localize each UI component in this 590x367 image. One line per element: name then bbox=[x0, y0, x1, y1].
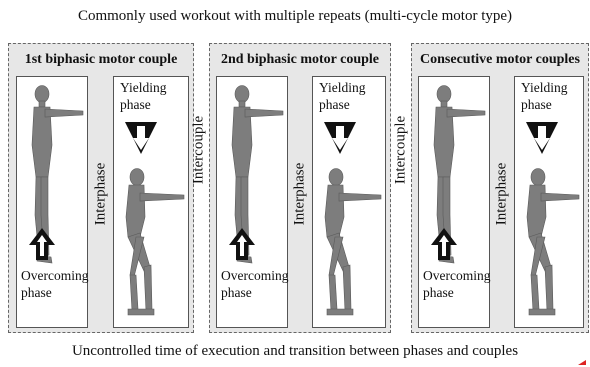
overcoming-panel: Overcoming phase bbox=[16, 76, 88, 328]
yielding-label: Yielding phase bbox=[319, 80, 366, 112]
up-arrow bbox=[229, 228, 255, 260]
yielding-panel: Yielding phase bbox=[312, 76, 386, 328]
couple-box-3: Consecutive motor couples Overcoming pha… bbox=[411, 43, 589, 333]
yielding-panel: Yielding phase bbox=[113, 76, 189, 328]
down-arrow bbox=[526, 122, 558, 154]
interphase-label: Interphase bbox=[493, 162, 510, 226]
yielding-label: Yielding phase bbox=[120, 80, 167, 112]
couple-box-2: 2nd biphasic motor couple Overcoming pha… bbox=[209, 43, 391, 333]
intercouple-label-1: Intercouple bbox=[190, 115, 207, 185]
couple-title: 1st biphasic motor couple bbox=[24, 52, 178, 67]
couple-box-1: 1st biphasic motor couple Overcoming pha… bbox=[8, 43, 194, 333]
diagram-title: Commonly used workout with multiple repe… bbox=[77, 8, 513, 24]
yielding-panel: Yielding phase bbox=[514, 76, 584, 328]
couple-title: 2nd biphasic motor couple bbox=[220, 52, 380, 67]
up-arrow bbox=[29, 228, 55, 260]
interphase-label: Interphase bbox=[92, 162, 109, 226]
corner-marker bbox=[578, 360, 586, 365]
down-arrow bbox=[125, 122, 157, 154]
overcoming-label: Overcoming phase bbox=[221, 268, 289, 300]
couple-title: Consecutive motor couples bbox=[420, 52, 580, 67]
squat-figure bbox=[324, 168, 382, 316]
squat-figure bbox=[125, 168, 185, 316]
squat-figure bbox=[526, 168, 580, 316]
intercouple-label-2: Intercouple bbox=[392, 115, 409, 185]
overcoming-panel: Overcoming phase bbox=[216, 76, 288, 328]
diagram-footer: Uncontrolled time of execution and trans… bbox=[71, 343, 519, 359]
overcoming-label: Overcoming phase bbox=[423, 268, 491, 300]
overcoming-label: Overcoming phase bbox=[21, 268, 89, 300]
up-arrow bbox=[431, 228, 457, 260]
interphase-label: Interphase bbox=[291, 162, 308, 226]
yielding-label: Yielding phase bbox=[521, 80, 568, 112]
overcoming-panel: Overcoming phase bbox=[418, 76, 490, 328]
down-arrow bbox=[324, 122, 356, 154]
